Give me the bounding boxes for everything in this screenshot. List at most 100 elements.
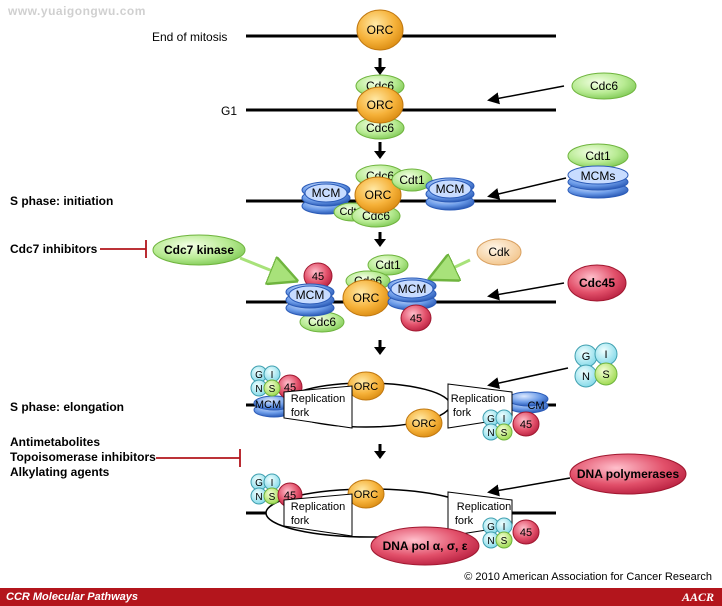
svg-text:MCM: MCM — [312, 186, 341, 200]
svg-text:MCM: MCM — [398, 282, 427, 296]
svg-text:Replication: Replication — [291, 393, 345, 405]
replication-fork-left-6 — [283, 493, 353, 537]
down-arrow-4 — [374, 347, 386, 355]
dna-pol-complex — [370, 526, 480, 566]
gins-left-5: G I N S — [250, 365, 281, 397]
mcms-free: MCMs — [567, 165, 629, 199]
arrow-cdk — [436, 260, 471, 276]
svg-text:CM: CM — [527, 400, 544, 412]
down-arrow-5 — [374, 451, 386, 459]
arrow-cdt1-mcms — [487, 177, 567, 200]
svg-text:S: S — [269, 384, 276, 395]
svg-text:Cdt1: Cdt1 — [585, 149, 611, 163]
label-antimetabolites: Antimetabolites — [10, 435, 101, 449]
svg-text:MCM: MCM — [436, 182, 465, 196]
svg-text:N: N — [487, 428, 494, 439]
dna-polymerases-free — [569, 453, 687, 495]
mcm-right-4: MCM — [387, 277, 437, 311]
svg-text:45: 45 — [520, 419, 532, 431]
svg-text:DNA polymerases: DNA polymerases — [577, 467, 680, 481]
svg-text:N: N — [582, 371, 590, 383]
aacr-logo: AACR — [681, 590, 714, 604]
replication-fork-left-5 — [283, 385, 353, 429]
orc-5-bottom — [405, 408, 443, 438]
label-cdc7-inhibitors: Cdc7 inhibitors — [10, 242, 98, 256]
label-topoisomerase-inhibitors: Topoisomerase inhibitors — [10, 450, 156, 464]
orc-1-label: ORC — [367, 23, 394, 37]
svg-text:G: G — [255, 478, 263, 489]
svg-text:fork: fork — [291, 515, 310, 527]
svg-text:Cdt1: Cdt1 — [399, 173, 425, 187]
cdc7-kinase — [152, 234, 246, 266]
arrow-cdc45 — [487, 282, 565, 301]
svg-text:Cdk: Cdk — [488, 245, 510, 259]
copyright: © 2010 American Association for Cancer R… — [464, 571, 712, 583]
mcm-right-5: CM — [507, 391, 549, 414]
cdt1-3 — [391, 168, 433, 192]
svg-text:MCM: MCM — [296, 288, 325, 302]
svg-text:Cdc7 kinase: Cdc7 kinase — [164, 243, 234, 257]
mcm-left-4: MCM — [285, 283, 335, 317]
watermark: www.yuaigongwu.com — [8, 4, 146, 18]
svg-text:S: S — [602, 369, 609, 381]
label-s-initiation: S phase: initiation — [10, 194, 114, 208]
cdk — [476, 238, 522, 266]
svg-text:N: N — [255, 492, 262, 503]
orc-2 — [356, 86, 404, 124]
svg-text:N: N — [487, 536, 494, 547]
svg-text:G: G — [582, 351, 591, 363]
arrow-cdc7 — [239, 258, 290, 278]
svg-text:Replication: Replication — [451, 393, 505, 405]
svg-text:ORC: ORC — [412, 418, 437, 430]
label-s-elongation: S phase: elongation — [10, 400, 125, 414]
svg-text:fork: fork — [453, 407, 472, 419]
down-arrow-2 — [374, 151, 386, 159]
arrow-dna-polymerases — [487, 477, 571, 497]
footer-bar — [0, 588, 722, 606]
svg-text:DNA pol α, σ, ε: DNA pol α, σ, ε — [383, 539, 468, 553]
cdt1-4 — [367, 254, 409, 276]
label-alkylating-agents: Alkylating agents — [10, 465, 110, 479]
svg-text:Replication: Replication — [457, 501, 511, 513]
gins-right-5: G I N S — [482, 409, 513, 441]
svg-text:MCM: MCM — [255, 399, 281, 411]
gins-free: G I N S — [574, 342, 618, 388]
cdc45-free — [567, 264, 627, 302]
journal-title: CCR Molecular Pathways — [6, 591, 139, 603]
svg-text:I: I — [503, 522, 506, 533]
cdc6-free — [571, 72, 637, 100]
orc-3 — [354, 176, 402, 214]
svg-text:fork: fork — [291, 407, 310, 419]
down-arrow-3 — [374, 239, 386, 247]
svg-text:I: I — [604, 349, 607, 361]
svg-text:G: G — [255, 370, 263, 381]
svg-text:Cdc6: Cdc6 — [590, 79, 618, 93]
svg-text:I: I — [271, 478, 274, 489]
svg-text:Cdc45: Cdc45 — [579, 276, 615, 290]
svg-text:ORC: ORC — [353, 291, 380, 305]
orc-1 — [356, 9, 404, 51]
svg-text:Cdc6: Cdc6 — [366, 121, 394, 135]
svg-text:I: I — [271, 370, 274, 381]
svg-text:45: 45 — [312, 271, 324, 283]
svg-text:Cdt1: Cdt1 — [375, 258, 401, 272]
arrow-gins — [487, 367, 569, 389]
svg-text:G: G — [487, 414, 495, 425]
svg-text:ORC: ORC — [354, 489, 379, 501]
svg-text:ORC: ORC — [354, 381, 379, 393]
cdc45-4-right — [400, 304, 432, 332]
orc-4 — [342, 279, 390, 317]
svg-text:S: S — [501, 536, 508, 547]
svg-text:fork: fork — [455, 515, 474, 527]
svg-text:45: 45 — [520, 527, 532, 539]
svg-text:MCMs: MCMs — [581, 169, 616, 183]
svg-text:ORC: ORC — [367, 98, 394, 112]
svg-text:Cdc6: Cdc6 — [308, 315, 336, 329]
arrow-cdc6 — [487, 85, 565, 105]
svg-text:S: S — [269, 492, 276, 503]
gins-right-6: G I N S — [482, 517, 513, 549]
mcm-right-3: MCM — [425, 177, 475, 211]
svg-text:Replication: Replication — [291, 501, 345, 513]
svg-text:S: S — [501, 428, 508, 439]
